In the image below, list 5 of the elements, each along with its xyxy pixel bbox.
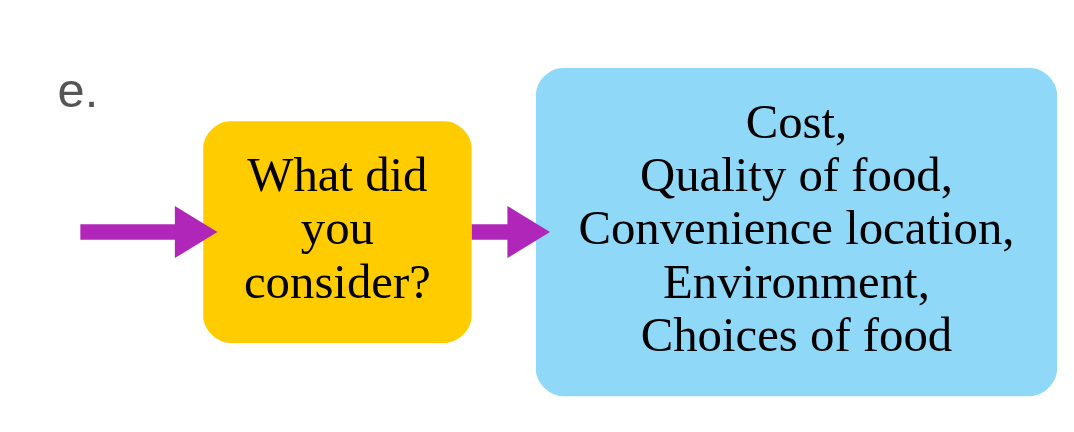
- label: e.: [57, 62, 99, 117]
- node-box: Cost, Quality of food, Convenience location, Environment, Choices of food: [535, 67, 1058, 396]
- arrow: [471, 205, 550, 258]
- node-box: What did you consider?: [203, 120, 472, 343]
- arrow: [80, 205, 218, 258]
